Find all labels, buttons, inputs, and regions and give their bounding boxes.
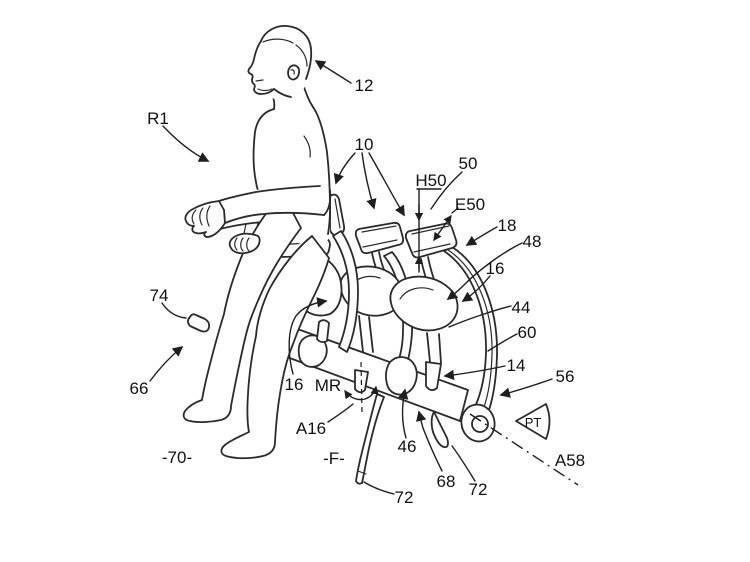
middle-backrest-inner <box>361 225 398 248</box>
rotation-arrow <box>344 385 379 401</box>
label-mr: MR <box>315 376 341 395</box>
right-saddle-inner <box>399 287 434 300</box>
leader-16-right <box>461 275 491 302</box>
label-66: 66 <box>130 379 149 398</box>
leader-48 <box>446 242 523 300</box>
leader-10c <box>368 152 405 217</box>
leader-lines <box>149 60 553 495</box>
leader-50 <box>430 171 463 210</box>
leader-66 <box>149 346 184 382</box>
leader-74 <box>161 302 187 319</box>
right-saddle <box>389 275 459 332</box>
floor-leg-near <box>355 393 385 485</box>
leader-r1 <box>162 125 210 162</box>
leader-72-left <box>363 481 395 495</box>
label-60: 60 <box>518 323 537 342</box>
chin-line <box>257 88 273 92</box>
right-seat-pin <box>425 361 442 391</box>
right-seat-pillar <box>426 332 442 364</box>
leader-10a <box>333 152 356 185</box>
leader-18 <box>465 226 498 246</box>
label-h50: H50 <box>415 171 446 190</box>
label-48: 48 <box>523 232 542 251</box>
e50-arrow <box>433 214 452 242</box>
footrest-bar <box>187 313 211 333</box>
pt-marker-triangle <box>515 403 551 440</box>
label-14: 14 <box>507 356 526 375</box>
label-a58: A58 <box>555 451 585 470</box>
leader-a16 <box>327 403 354 423</box>
label-44: 44 <box>512 298 531 317</box>
leader-16-left <box>288 297 328 375</box>
label-18: 18 <box>498 216 517 235</box>
near-backrest-inner <box>334 198 341 229</box>
hand-lower-fingers <box>234 237 250 252</box>
leader-12 <box>314 60 352 84</box>
scapula-line <box>303 135 311 158</box>
arm-fill <box>214 184 324 224</box>
dimension-marks <box>344 188 579 486</box>
floor-leg-tick <box>357 470 367 475</box>
leader-56 <box>499 378 553 398</box>
leader-10b <box>361 152 377 210</box>
ear <box>287 64 301 81</box>
label-r1: R1 <box>147 109 169 128</box>
passenger-front-leg <box>182 193 302 423</box>
middle-backrest <box>354 221 405 255</box>
ear-inner <box>290 69 295 75</box>
label-72-right: 72 <box>469 480 488 499</box>
floor-leg-far <box>430 411 449 449</box>
pivot-axis-line <box>469 413 579 486</box>
label-72-left: 72 <box>395 488 414 507</box>
label-50: 50 <box>459 154 478 173</box>
middle-seat-post <box>358 315 374 353</box>
label-56: 56 <box>556 367 575 386</box>
label-pt: PT <box>525 415 542 430</box>
leader-46 <box>398 388 409 439</box>
forearm-bottom-line <box>224 212 325 224</box>
hand-upper-fingers <box>191 205 211 227</box>
label-74: 74 <box>150 286 169 305</box>
reference-labels: R1 12 10 H50 50 E50 18 48 16 44 60 14 56… <box>130 76 586 507</box>
label-10: 10 <box>355 135 374 154</box>
seat-assembly <box>212 193 498 485</box>
hair-inner-lines <box>262 38 308 67</box>
label-16-right: 16 <box>486 259 505 278</box>
pivot-hub-bore <box>471 415 489 433</box>
forearm-top-line <box>218 185 321 202</box>
label-a16: A16 <box>296 419 326 438</box>
leader-14 <box>443 365 506 381</box>
middle-arm-lobe <box>385 356 418 396</box>
near-pivot-pin <box>316 319 330 344</box>
mouth-line <box>255 79 264 82</box>
jaw-line <box>273 88 292 98</box>
label-f: -F- <box>323 449 345 468</box>
label-16-left: 16 <box>285 375 304 394</box>
leader-72-right <box>451 445 476 482</box>
passenger-figure <box>182 25 332 460</box>
leader-e50 <box>451 207 459 214</box>
face-profile <box>247 40 275 95</box>
near-arm-band <box>332 230 359 353</box>
leader-68 <box>416 410 443 472</box>
passenger-hand-upper <box>184 200 226 238</box>
label-70: -70- <box>162 448 192 467</box>
near-backrest <box>329 193 346 237</box>
passenger-rear-leg <box>220 235 330 460</box>
elbow-line <box>323 189 332 216</box>
torso-back-line <box>312 106 331 235</box>
label-68: 68 <box>437 472 456 491</box>
leader-44 <box>448 305 512 328</box>
label-12: 12 <box>355 76 374 95</box>
leader-60 <box>487 333 518 352</box>
label-e50: E50 <box>455 195 485 214</box>
hair-outline <box>260 25 313 80</box>
label-46: 46 <box>398 437 417 456</box>
